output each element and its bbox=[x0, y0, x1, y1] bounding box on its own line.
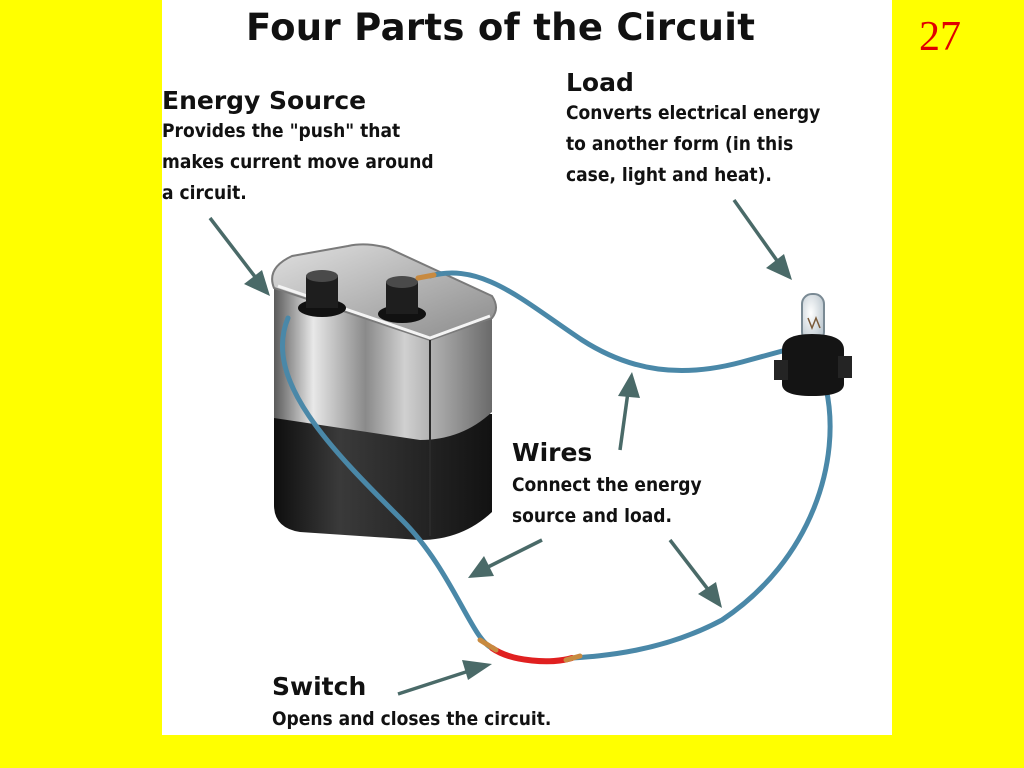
load-description: Converts electrical energy to another fo… bbox=[566, 102, 821, 186]
arrow-wires-up bbox=[618, 372, 640, 451]
arrow-wires-left bbox=[468, 538, 543, 578]
switch-wire bbox=[489, 645, 575, 665]
battery-energy-source bbox=[271, 243, 497, 540]
light-bulb-load bbox=[774, 293, 852, 396]
wire-connector-switch-left bbox=[477, 637, 499, 653]
arrow-switch bbox=[397, 660, 492, 696]
wire-right bbox=[569, 385, 833, 661]
wires bbox=[280, 270, 833, 665]
wire-connector-top bbox=[415, 272, 437, 281]
switch-heading: Switch bbox=[272, 672, 367, 701]
bulb-socket bbox=[782, 334, 844, 396]
wire-top bbox=[427, 270, 789, 374]
battery-terminal-right bbox=[378, 276, 426, 323]
battery-terminal-left bbox=[298, 270, 346, 317]
diagram-title: Four Parts of the Circuit bbox=[246, 6, 756, 49]
circuit-diagram bbox=[208, 198, 852, 696]
diagram-panel: Four Parts of the Circuit Energy Source … bbox=[162, 0, 892, 735]
slide-number: 27 bbox=[919, 14, 961, 60]
energy-source-description: Provides the "push" that makes current m… bbox=[162, 120, 434, 204]
arrow-load bbox=[732, 198, 792, 280]
battery-top bbox=[271, 243, 497, 342]
switch-description: Opens and closes the circuit. bbox=[272, 708, 552, 730]
arrow-wires-right bbox=[668, 538, 722, 608]
wire-left bbox=[280, 315, 495, 651]
wires-heading: Wires bbox=[512, 438, 593, 467]
energy-source-heading: Energy Source bbox=[162, 86, 367, 115]
arrows bbox=[208, 198, 792, 696]
battery-metal-body bbox=[274, 288, 492, 440]
wires-description: Connect the energy source and load. bbox=[512, 474, 702, 527]
wire-connector-switch-right bbox=[563, 653, 583, 663]
arrow-energy-source bbox=[208, 216, 270, 296]
load-heading: Load bbox=[566, 68, 634, 97]
